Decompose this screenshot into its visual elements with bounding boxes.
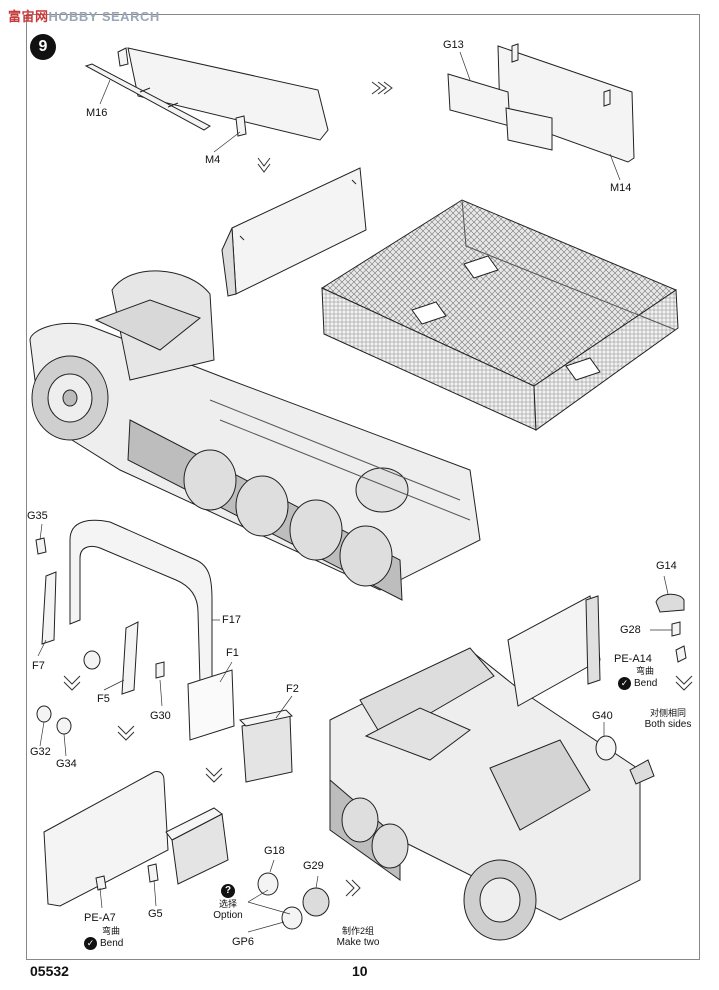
box-f1-f2	[187, 669, 294, 783]
direction-arrows	[63, 81, 693, 897]
cargo-bed	[320, 199, 679, 431]
part-g30	[155, 661, 165, 679]
label-g34: G34	[56, 758, 77, 770]
front-vehicle-view	[329, 647, 641, 941]
label-g32: G32	[30, 746, 51, 758]
lens-gp6	[281, 906, 303, 930]
label-g30: G30	[150, 710, 171, 722]
label-g40: G40	[592, 710, 613, 722]
part-mirror	[629, 759, 655, 785]
label-g13: G13	[443, 39, 464, 51]
bend-icon: ✓	[84, 937, 97, 950]
part-g34	[56, 717, 72, 735]
label-m14: M14	[610, 182, 632, 194]
front-panel-right	[507, 595, 601, 707]
part-g32	[36, 705, 52, 723]
part-round-1	[83, 650, 101, 670]
label-g35: G35	[27, 510, 48, 522]
part-pe-a14	[675, 645, 687, 663]
label-m16: M16	[86, 107, 108, 119]
note-bend-right: 弯曲 ✓Bend	[618, 666, 688, 690]
page-frame	[26, 14, 700, 960]
vehicle-chassis	[29, 270, 481, 601]
note-make-two: 制作2组 Make two	[336, 926, 380, 948]
label-pe-a7: PE-A7	[84, 912, 116, 924]
lamp-g29	[302, 887, 330, 917]
label-g14: G14	[656, 560, 677, 572]
label-g5: G5	[148, 908, 163, 920]
label-f7: F7	[32, 660, 45, 672]
step-number-badge: 9	[30, 34, 56, 60]
brace-f5	[121, 621, 139, 695]
label-f5: F5	[97, 693, 110, 705]
label-f2: F2	[286, 683, 299, 695]
part-g28	[671, 621, 681, 637]
part-g14	[655, 593, 685, 613]
note-bend-left: 弯曲 ✓Bend	[84, 926, 154, 950]
product-code: 05532	[30, 963, 69, 979]
part-g35	[35, 537, 47, 555]
brace-f7	[41, 571, 57, 645]
label-f17: F17	[222, 614, 241, 626]
rail-m16	[84, 63, 211, 131]
middle-panel	[221, 167, 367, 297]
option-icon: ?	[221, 884, 235, 898]
note-both-sides: 对侧相同 Both sides	[644, 708, 692, 730]
note-option: ? 选择 Option	[213, 884, 243, 921]
lamp-g40	[595, 735, 617, 761]
windshield-frame-f17	[69, 519, 213, 685]
label-pe-a14: PE-A14	[614, 653, 652, 665]
leader-lines	[37, 51, 672, 933]
bottom-left-panel	[43, 771, 229, 907]
label-g28: G28	[620, 624, 641, 636]
label-g18: G18	[264, 845, 285, 857]
label-gp6: GP6	[232, 936, 255, 948]
watermark-logo: 富宙网HOBBY SEARCH	[8, 9, 160, 24]
label-f1: F1	[226, 647, 239, 659]
lamp-g18	[257, 872, 279, 896]
seat-panel-m14	[447, 43, 635, 163]
label-g29: G29	[303, 860, 324, 872]
label-m4: M4	[205, 154, 221, 166]
page-number: 10	[352, 963, 368, 979]
bend-icon: ✓	[618, 677, 631, 690]
